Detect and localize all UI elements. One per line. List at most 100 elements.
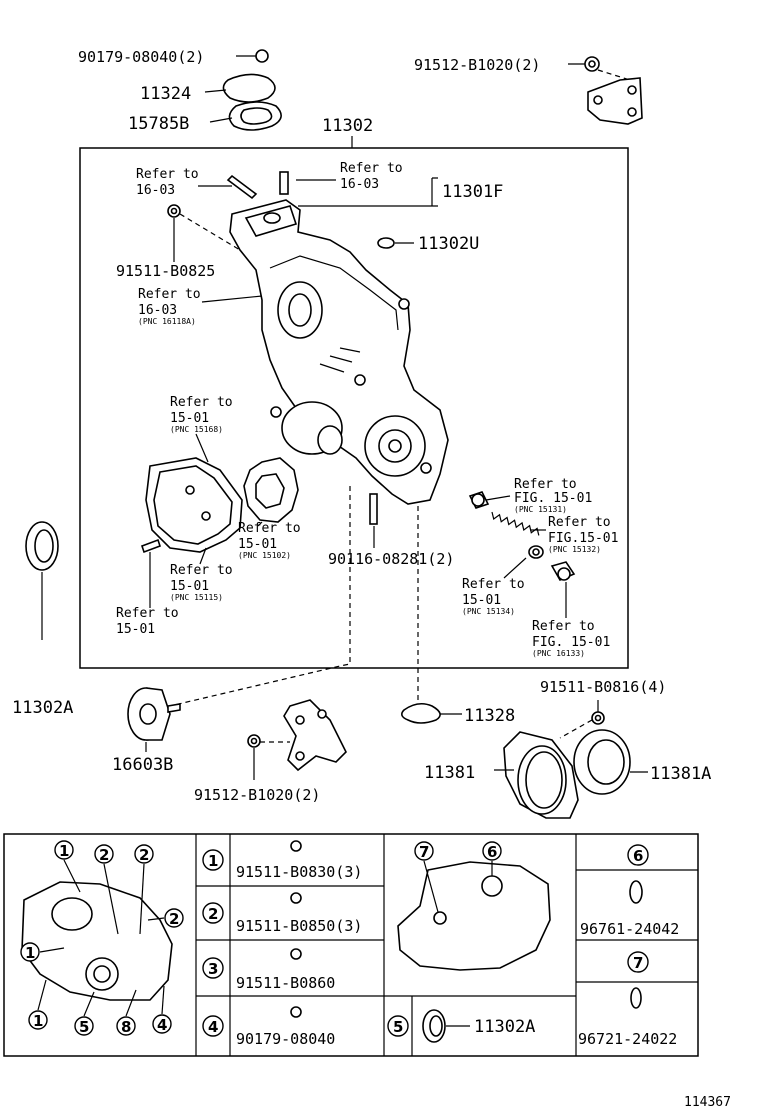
refer-j-line2: 15-01 (462, 593, 501, 608)
oil-seal-11381A-drawing (573, 729, 631, 795)
refer-b-line1: Refer to (340, 161, 403, 176)
gasket-11328-drawing (400, 702, 441, 724)
nut-91512-B1020-top-drawing (584, 56, 600, 72)
bracket-bottom-drawing (283, 699, 347, 772)
pin-refer-a-drawing (226, 174, 258, 200)
refer-k-pnc: (PNC 16133) (532, 649, 585, 658)
refer-e-line1: Refer to (238, 521, 301, 536)
relief-valve-plunger-drawing (468, 491, 490, 509)
refer-k-line2: FIG. 15-01 (532, 635, 610, 650)
label-91512-B1020-top: 91512-B1020(2) (414, 56, 540, 74)
bolt-90179-08040-drawing (236, 49, 269, 63)
gasket-15785B-drawing (228, 101, 282, 131)
label-11328: 11328 (464, 706, 515, 726)
svg-text:7: 7 (419, 843, 429, 861)
legend-num-3: 3 (208, 960, 218, 978)
svg-text:1: 1 (25, 944, 35, 962)
legend-part-1: 91511-B0830(3) (236, 863, 362, 881)
label-11381: 11381 (424, 763, 475, 783)
refer-e-line2: 15-01 (238, 537, 277, 552)
label-11301F: 11301F (442, 182, 503, 202)
oil-pump-rotor-drawing (243, 457, 299, 523)
bolt-91511-B0825-drawing (167, 204, 181, 218)
svg-text:1: 1 (33, 1012, 43, 1030)
label-15785B: 15785B (128, 114, 189, 134)
refer-h-line1: Refer to (514, 477, 577, 492)
refer-i-pnc: (PNC 15132) (548, 545, 601, 554)
relief-valve-spring-drawing (491, 511, 540, 536)
refer-b-line2: 16-03 (340, 177, 379, 192)
refer-a-line2: 16-03 (136, 183, 175, 198)
label-91512-B1020-bottom: 91512-B1020(2) (194, 786, 320, 804)
label-90179-08040: 90179-08040(2) (78, 48, 204, 66)
svg-text:8: 8 (121, 1018, 131, 1036)
refer-h-line2: FIG. 15-01 (514, 491, 592, 506)
svg-text:2: 2 (139, 846, 149, 864)
refer-a-line1: Refer to (136, 167, 199, 182)
refer-g-line2: 15-01 (116, 622, 155, 637)
refer-c-line2: 16-03 (138, 303, 177, 318)
refer-i-line1: Refer to (548, 515, 611, 530)
legend-num-2: 2 (208, 905, 218, 923)
screw-refer-g-drawing (140, 538, 162, 554)
refer-f-pnc: (PNC 15115) (170, 593, 223, 602)
label-11302U: 11302U (418, 234, 479, 254)
svg-text:4: 4 (157, 1016, 167, 1034)
svg-text:1: 1 (59, 842, 69, 860)
legend-part-2: 91511-B0850(3) (236, 917, 362, 935)
refer-d-line2: 15-01 (170, 411, 209, 426)
relief-plug-drawing (550, 561, 576, 582)
tensioner-16603B-drawing (127, 687, 181, 741)
label-11302A: 11302A (12, 698, 73, 718)
label-11302: 11302 (322, 116, 373, 136)
stud-refer-b-drawing (279, 171, 289, 195)
bolt-90116-08281-drawing (369, 493, 378, 525)
label-91511-B0816: 91511-B0816(4) (540, 678, 666, 696)
legend-part-6: 96761-24042 (580, 920, 679, 938)
refer-c-line1: Refer to (138, 287, 201, 302)
seal-left-drawing (25, 521, 59, 571)
label-16603B: 16603B (112, 755, 173, 775)
legend-panel (3, 833, 699, 1057)
refer-h-pnc: (PNC 15131) (514, 505, 567, 514)
main-assembly-frame (79, 147, 629, 669)
retainer-drawing (528, 545, 544, 559)
legend-num-5: 5 (393, 1018, 403, 1036)
legend-num-1: 1 (208, 852, 218, 870)
legend-part-4: 90179-08040 (236, 1030, 335, 1048)
refer-j-pnc: (PNC 15134) (462, 607, 515, 616)
pump-gasket-drawing (145, 457, 243, 553)
nut-91512-B1020-bottom-drawing (247, 734, 261, 748)
label-91511-B0825: 91511-B0825 (116, 262, 215, 280)
refer-f-line1: Refer to (170, 563, 233, 578)
legend-num-7: 7 (633, 954, 643, 972)
svg-text:5: 5 (79, 1018, 89, 1036)
legend-callouts-left: 1 2 2 2 1 1 5 8 4 (20, 840, 184, 1036)
refer-d-pnc: (PNC 15168) (170, 425, 223, 434)
timing-cover-11302-drawing (229, 199, 449, 505)
label-11324: 11324 (140, 84, 191, 104)
label-90116-08281: 90116-08281(2) (328, 550, 454, 568)
legend-part-7: 96721-24022 (578, 1030, 677, 1048)
legend-front-view-drawing (21, 881, 173, 1001)
legend-part-5: 11302A (474, 1017, 535, 1037)
legend-side-view-drawing (397, 861, 551, 971)
svg-text:2: 2 (99, 846, 109, 864)
refer-c-pnc: (PNC 16118A) (138, 317, 196, 326)
legend-num-4: 4 (208, 1018, 218, 1036)
cover-plate-11324-drawing (222, 73, 276, 103)
refer-j-line1: Refer to (462, 577, 525, 592)
legend-num-6: 6 (633, 847, 643, 865)
label-11381A: 11381A (650, 764, 711, 784)
refer-k-line1: Refer to (532, 619, 595, 634)
refer-g-line1: Refer to (116, 606, 179, 621)
bolt-91511-B0816-drawing (591, 711, 605, 725)
refer-d-line1: Refer to (170, 395, 233, 410)
svg-text:6: 6 (487, 843, 497, 861)
bracket-top-drawing (587, 77, 643, 125)
oil-seal-retainer-11381-drawing (503, 731, 579, 819)
refer-e-pnc: (PNC 15102) (238, 551, 291, 560)
diagram-number: 114367 (684, 1095, 731, 1110)
